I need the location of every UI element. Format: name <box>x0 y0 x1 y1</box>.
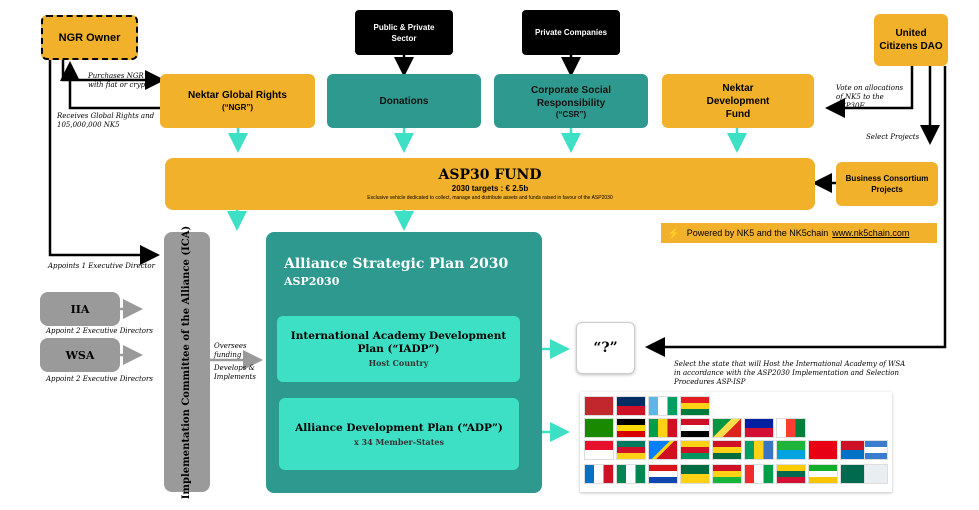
iadp-title: International Academy Development Plan (… <box>290 330 507 355</box>
lightning-icon: ⚡ <box>667 226 681 240</box>
flag-icon <box>648 418 678 438</box>
asp30-fund-box: ASP30 FUND 2030 targets : € 2.5b Exclusi… <box>165 158 815 210</box>
ndf-label: Nektar Development Fund <box>706 82 770 120</box>
flag-icon <box>808 464 838 484</box>
private-companies-label: Private Companies <box>534 28 608 37</box>
united-citizens-label: United Citizens DAO <box>879 28 943 52</box>
appoints-note: Appoints 1 Executive Director <box>48 262 155 270</box>
oversees-note: Oversees funding <box>214 342 247 359</box>
wsa-box: WSA <box>40 338 120 372</box>
ngr-sub: (“NGR”) <box>221 103 254 112</box>
flag-icon <box>680 396 710 416</box>
adp-box: Alliance Development Plan (“ADP”) x 34 M… <box>279 398 519 470</box>
fund-title: ASP30 FUND <box>438 167 542 183</box>
flag-icon <box>680 440 710 460</box>
flag-icon <box>680 418 710 438</box>
select-state-note: Select the state that will Host the Inte… <box>674 360 906 386</box>
flag-icon <box>776 464 806 484</box>
wsa-label: WSA <box>65 348 95 362</box>
ngr-owner-box: NGR Owner <box>41 15 138 60</box>
adp-title: Alliance Development Plan (“ADP”) <box>295 421 503 434</box>
ngr-title: Nektar Global Rights <box>188 90 287 101</box>
flag-icon <box>584 440 614 460</box>
flag-icon <box>744 418 774 438</box>
fund-targets: 2030 targets : € 2.5b <box>451 184 529 193</box>
flag-icon <box>584 464 614 484</box>
flag-icon <box>648 464 678 484</box>
flag-icon <box>616 440 646 460</box>
asp-title: Alliance Strategic Plan 2030 <box>284 256 509 272</box>
iadp-box: International Academy Development Plan (… <box>277 316 520 382</box>
csr-sub: (“CSR”) <box>555 109 587 119</box>
bcp-label: Business Consortium Projects <box>845 174 929 194</box>
asp-sub: ASP2030 <box>284 275 340 288</box>
ngr-owner-label: NGR Owner <box>58 31 121 44</box>
receives-note: Receives Global Rights and 105,000,000 N… <box>57 112 155 129</box>
private-companies-box: Private Companies <box>522 10 620 55</box>
ngr-box: Nektar Global Rights (“NGR”) <box>160 74 315 128</box>
ica-box: Implementation Committee of the Alliance… <box>164 225 210 499</box>
iia-label: IIA <box>70 302 90 316</box>
flag-icon <box>744 440 774 460</box>
flag-icon <box>584 396 614 416</box>
flag-icon <box>864 464 888 484</box>
wsa-appoint-note: Appoint 2 Executive Directors <box>46 375 153 383</box>
member-states-flags <box>580 392 892 492</box>
powered-prefix: Powered by NK5 and the NK5chain <box>686 228 829 238</box>
united-citizens-dao-box: United Citizens DAO <box>874 14 948 66</box>
iia-box: IIA <box>40 292 120 326</box>
flag-icon <box>712 464 742 484</box>
flag-icon <box>864 440 888 460</box>
iia-appoint-note: Appoint 2 Executive Directors <box>46 327 153 335</box>
fund-description: Exclusive vehicle dedicated to collect, … <box>367 195 613 201</box>
flag-icon <box>808 440 838 460</box>
csr-title: Corporate Social Responsibility <box>530 84 612 109</box>
flag-icon <box>616 464 646 484</box>
flag-icon <box>584 418 614 438</box>
develops-note: Develops & Implements <box>214 364 256 381</box>
flag-icon <box>680 464 710 484</box>
flag-icon <box>648 396 678 416</box>
nektar-development-fund-box: Nektar Development Fund <box>662 74 814 128</box>
question-mark: “?” <box>593 340 618 356</box>
powered-by-banner: ⚡ Powered by NK5 and the NK5chain www.nk… <box>661 223 937 243</box>
flag-icon <box>776 440 806 460</box>
adp-sub: x 34 Member-States <box>353 436 445 447</box>
donations-box: Donations <box>327 74 481 128</box>
nk5chain-link[interactable]: www.nk5chain.com <box>832 228 910 238</box>
flag-icon <box>776 418 806 438</box>
flag-icon <box>616 396 646 416</box>
host-country-question-box: “?” <box>576 322 635 374</box>
purchases-note: Purchases NGR with fiat or crypto <box>88 72 153 89</box>
business-consortium-box: Business Consortium Projects <box>836 162 938 206</box>
iadp-sub: Host Country <box>368 358 429 368</box>
select-projects-note: Select Projects <box>866 133 920 141</box>
flag-icon <box>616 418 646 438</box>
flag-icon <box>744 464 774 484</box>
flag-icon <box>648 440 678 460</box>
donations-label: Donations <box>379 95 429 107</box>
flag-icon <box>712 418 742 438</box>
csr-box: Corporate Social Responsibility (“CSR”) <box>494 74 648 128</box>
public-private-label: Public & Private Sector <box>373 22 435 43</box>
public-private-box: Public & Private Sector <box>355 10 453 55</box>
vote-note: Vote on allocations of NK5 to the ASP30F <box>836 84 904 110</box>
flag-icon <box>712 440 742 460</box>
ica-label: Implementation Committee of the Alliance… <box>181 225 193 499</box>
